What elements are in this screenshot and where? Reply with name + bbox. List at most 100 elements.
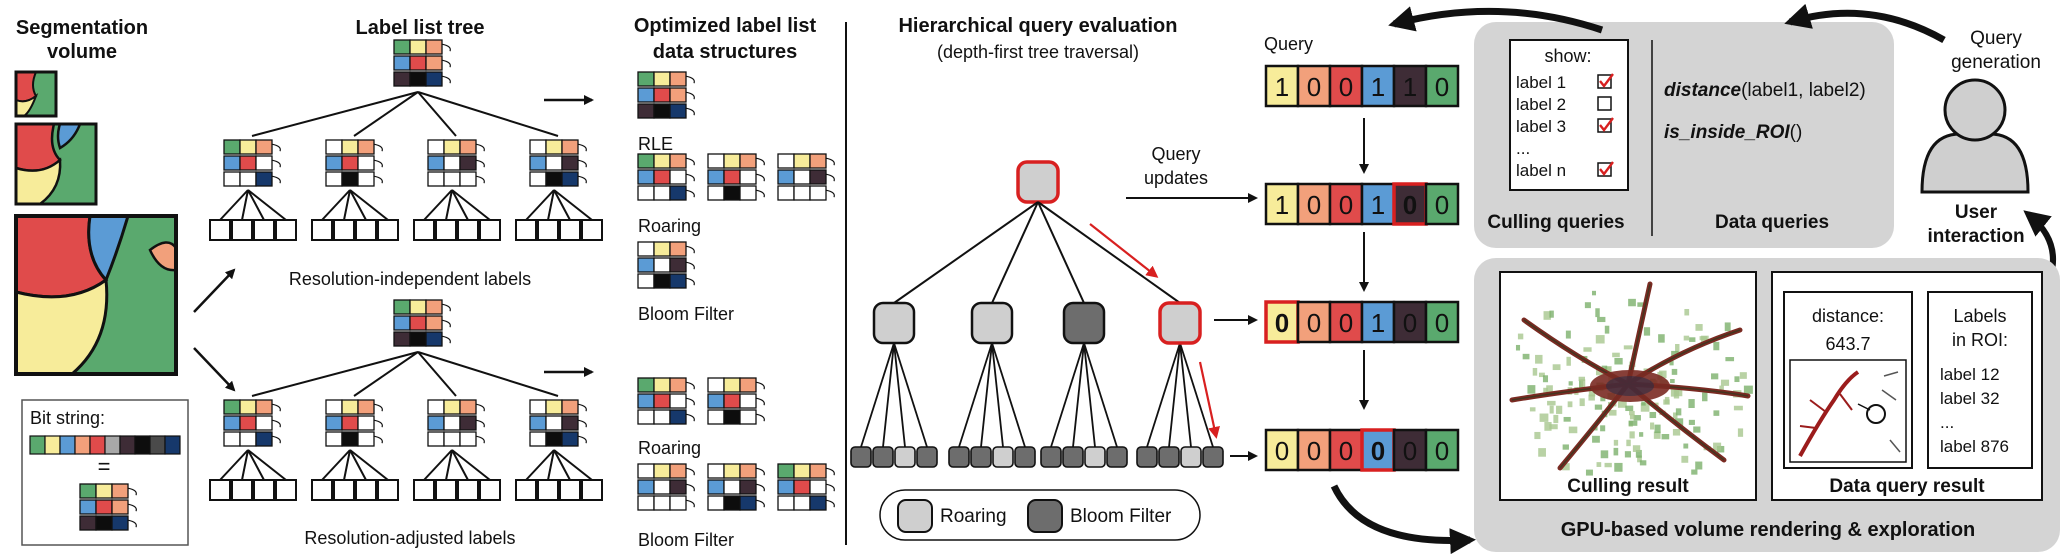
check-icon — [1599, 161, 1614, 176]
tree-leaf — [457, 479, 479, 501]
query-bit — [1264, 64, 1300, 108]
label-rle: RLE — [638, 134, 673, 154]
roi-label: label 876 — [1940, 437, 2009, 456]
tree-leaf — [413, 479, 435, 501]
bitstring-box: Bit string: = — [21, 399, 189, 546]
tree-edge — [451, 189, 491, 221]
query-bit — [1424, 64, 1460, 108]
data-query-1: distance(label1, label2) — [1664, 80, 1866, 101]
query-bit-value: 1 — [1371, 308, 1385, 338]
query-bit-value: 1 — [1403, 72, 1417, 102]
tree-edge — [547, 189, 555, 221]
culling-checkbox[interactable] — [1597, 96, 1612, 111]
hier-leaf-node — [992, 446, 1014, 468]
tree-edge — [349, 189, 367, 221]
tree-leaf — [231, 219, 253, 241]
label-tree-top — [209, 39, 603, 241]
query-bit-value: 0 — [1339, 72, 1353, 102]
tree-leaf — [479, 219, 501, 241]
hier-leaf-node — [1202, 446, 1224, 468]
hier-edge — [1072, 342, 1085, 448]
query-bit-value: 0 — [1339, 190, 1353, 220]
tree-edge — [451, 449, 491, 481]
culling-caption: Culling queries — [1487, 212, 1624, 233]
hier-root-node — [1016, 160, 1060, 204]
tree-child-block — [325, 399, 383, 447]
data-query-result-box: distance: 643.7 Labels in ROI: label 12l… — [1771, 271, 2043, 501]
bitstring-stack — [79, 483, 137, 531]
culling-checkbox[interactable] — [1597, 118, 1612, 133]
tree-edge — [219, 449, 249, 481]
hier-edge — [893, 201, 1039, 304]
hier-edge — [1179, 342, 1214, 448]
hier-edge — [991, 342, 1026, 448]
hier-edge — [1168, 342, 1181, 448]
bitstring-equals: = — [98, 454, 111, 479]
tree-edge — [525, 449, 555, 481]
tree-child-block — [529, 139, 587, 187]
data-queries-caption: Data queries — [1715, 212, 1829, 233]
tree-edge — [547, 449, 555, 481]
hier-edge — [893, 342, 906, 448]
hier-leaf-node — [1040, 446, 1062, 468]
tree-edge — [247, 449, 265, 481]
tree-leaf — [311, 219, 333, 241]
tree-edge — [321, 449, 351, 481]
tree-child-block — [223, 139, 281, 187]
roi-label: label 32 — [1940, 389, 2000, 408]
arrow-to-tree-bottom — [193, 347, 236, 392]
culling-checkbox[interactable] — [1597, 74, 1612, 89]
query-bit-value: 0 — [1307, 308, 1321, 338]
bit-cell — [44, 435, 61, 455]
distance-value: 643.7 — [1825, 334, 1870, 354]
bit-cell — [89, 435, 106, 455]
legend-bloom-swatch — [1027, 499, 1063, 533]
tree-edge — [423, 449, 453, 481]
check-icon — [1599, 117, 1614, 132]
label-tree-section: Label list tree Resolution-independent l… — [209, 17, 603, 548]
query-bit-value: 1 — [1371, 190, 1385, 220]
optimized-structures — [637, 71, 835, 511]
label-bloom-top: Bloom Filter — [638, 304, 734, 324]
query-label: Query — [1264, 34, 1313, 54]
query-generation-1: Query — [1970, 28, 2022, 49]
label-bloom-bottom: Bloom Filter — [638, 530, 734, 550]
tree-edge — [525, 189, 555, 221]
hier-edge — [1083, 342, 1118, 448]
tree-edge — [241, 449, 249, 481]
tree-edge — [553, 189, 571, 221]
culling-checkbox[interactable] — [1597, 162, 1612, 177]
query-bit — [1360, 182, 1396, 226]
roaring-block — [707, 153, 765, 201]
roaring-block — [707, 377, 765, 425]
query-bit-value: 1 — [1275, 190, 1289, 220]
tree-leaf — [275, 479, 297, 501]
tree-leaf — [581, 479, 603, 501]
hier-edge — [1083, 342, 1096, 448]
hier-edge — [1037, 201, 1181, 304]
tree-leaf — [311, 479, 333, 501]
distance-label: distance: — [1812, 306, 1884, 326]
hierarchical-tree — [850, 160, 1224, 468]
segmentation-section: Segmentation volume — [14, 17, 236, 546]
roi-label: label 12 — [1940, 365, 2000, 384]
user-section: Query generation User interaction — [1920, 28, 2041, 247]
tree-leaf — [515, 479, 537, 501]
bloom-block — [777, 463, 835, 511]
tree-edge — [349, 449, 389, 481]
tree-leaf — [377, 219, 399, 241]
tree-leaf — [537, 479, 559, 501]
volume-small — [14, 70, 58, 118]
tree-root-block — [393, 299, 451, 347]
tree-edge — [423, 189, 453, 221]
arrow-user-to-panel — [1784, 3, 1946, 44]
user-icon — [1920, 78, 2030, 194]
segmentation-title-2: volume — [47, 41, 117, 63]
query-bit — [1264, 428, 1300, 472]
tree-leaf — [231, 479, 253, 501]
fn-roi-args: () — [1790, 122, 1803, 143]
query-bit-value: 0 — [1435, 72, 1449, 102]
